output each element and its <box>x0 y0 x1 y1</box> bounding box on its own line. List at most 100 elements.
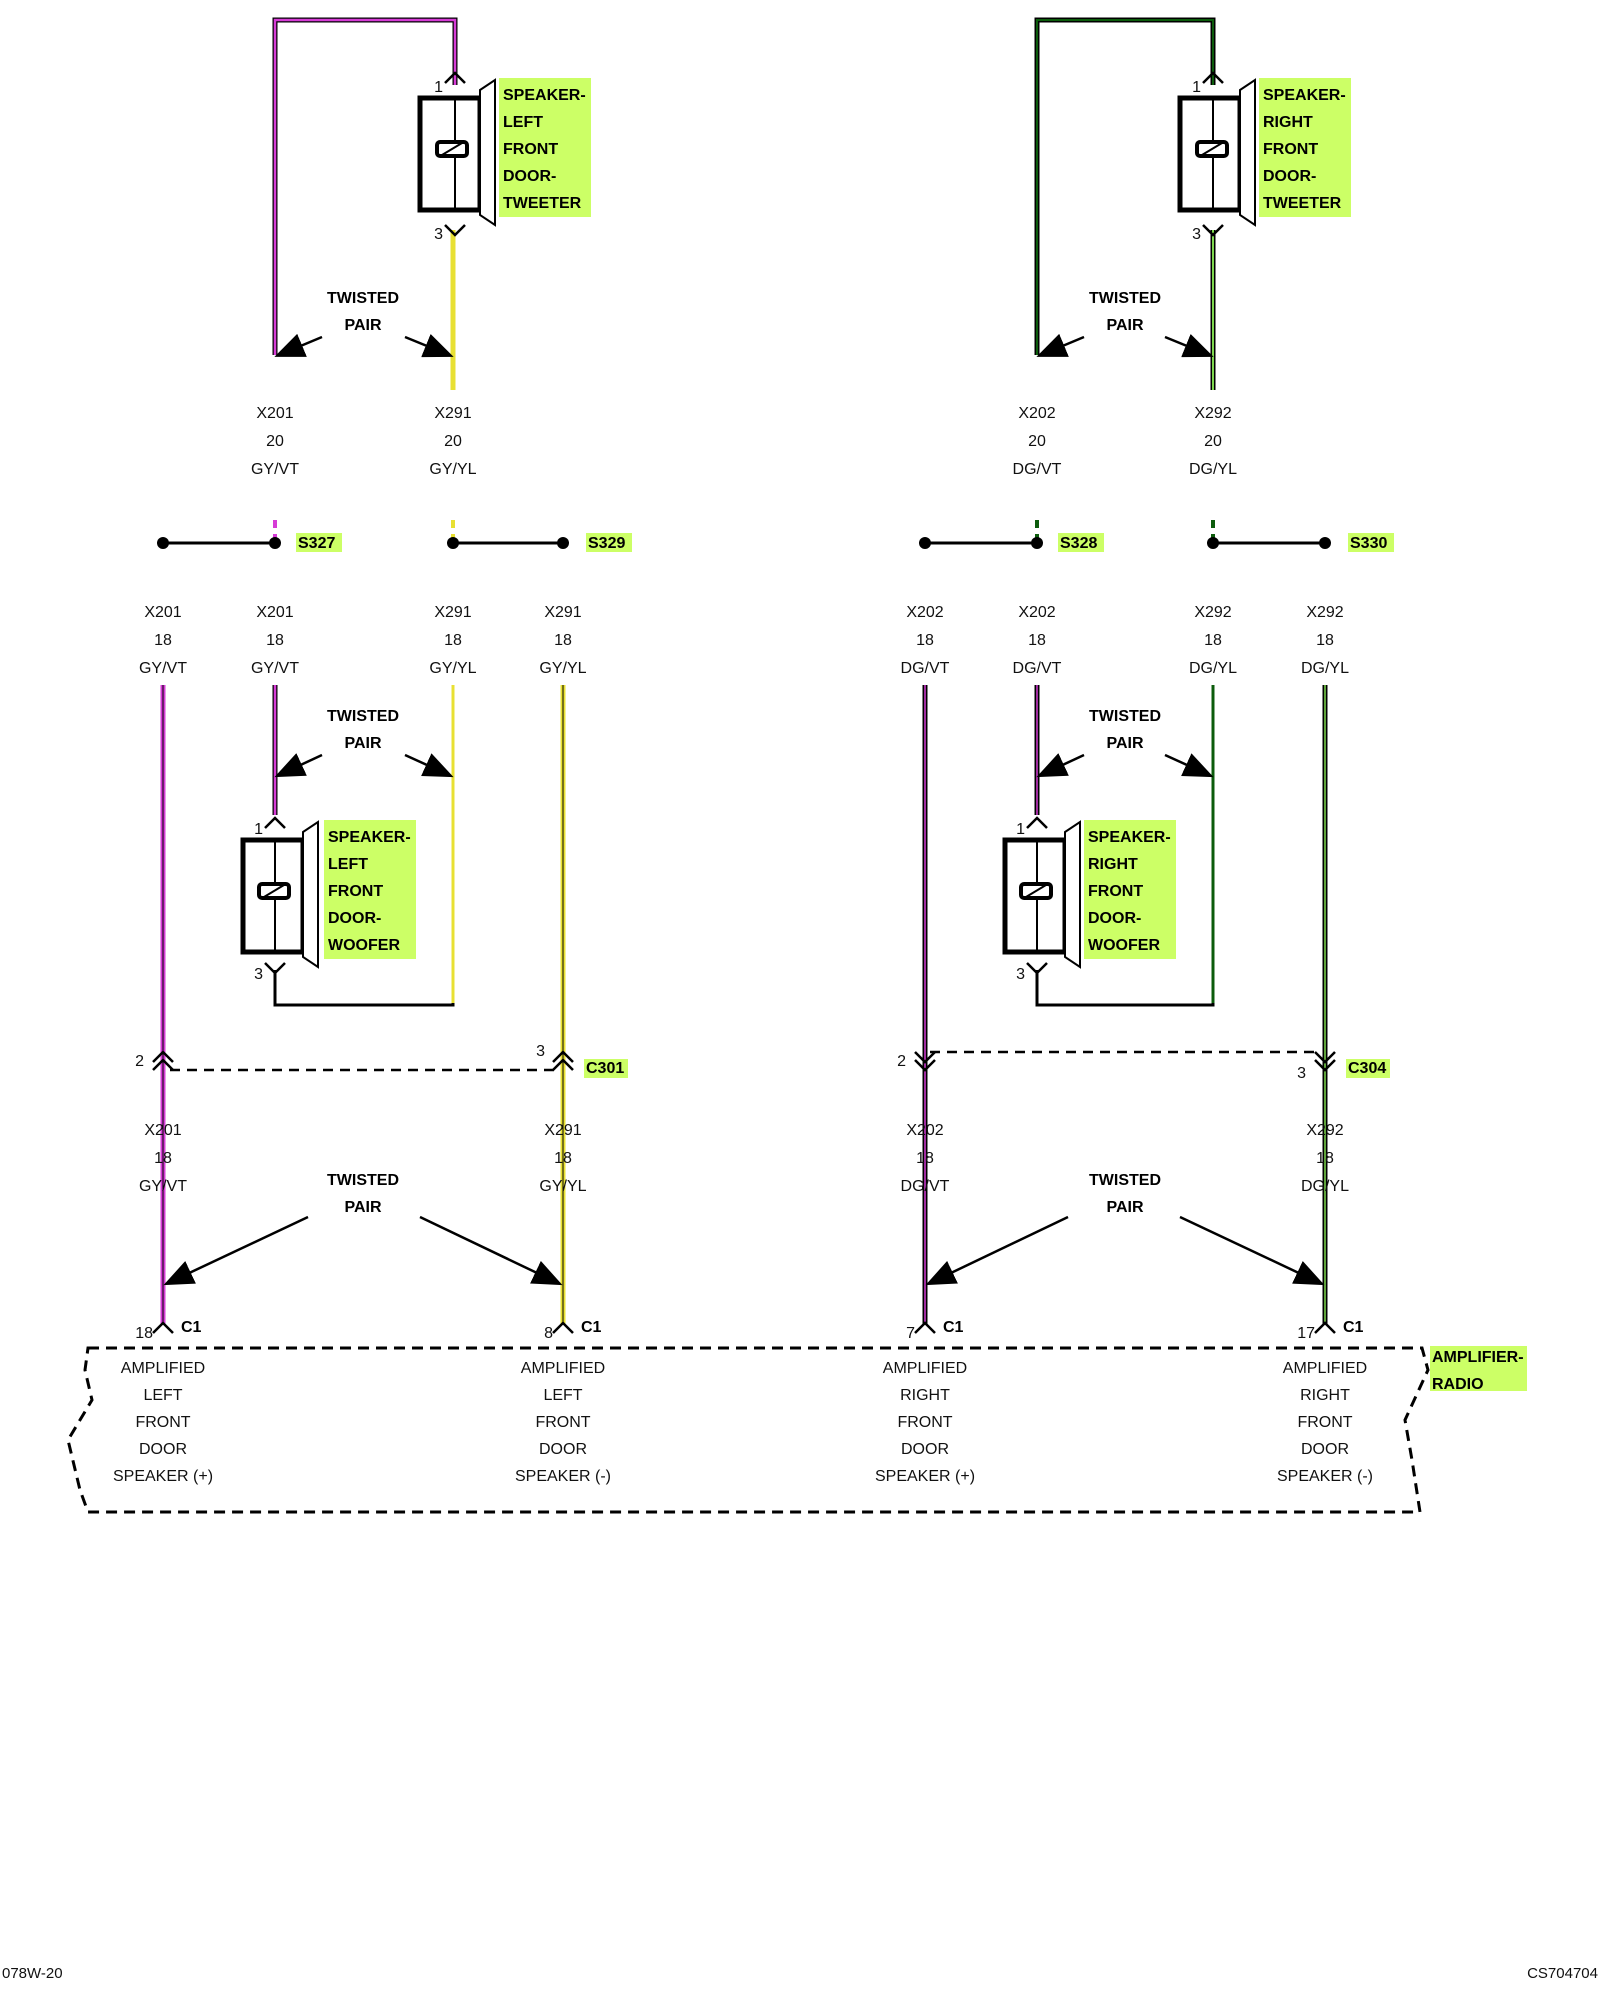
splice-label: S327 <box>298 535 335 552</box>
amp-circuit-label: DOOR <box>539 1441 587 1458</box>
speaker-label-right-tweeter: FRONT <box>1263 141 1318 158</box>
wire-label: 18 <box>1316 1150 1334 1167</box>
module-label: AMPLIFIER- <box>1432 1349 1524 1366</box>
footer-left-code: 078W-20 <box>2 1965 63 1982</box>
wire-label: X201 <box>256 405 293 422</box>
splice-dots <box>157 537 1331 549</box>
speaker-label-right-woofer: WOOFER <box>1088 937 1160 954</box>
wire-labels: X20120GY/VTX29120GY/YLX20220DG/VTX29220D… <box>139 405 1349 1195</box>
amp-connector-label: C1 <box>943 1319 964 1336</box>
amp-connector-label: C1 <box>1343 1319 1364 1336</box>
speaker-pin-number: 1 <box>1192 79 1201 96</box>
amp-circuit-label: FRONT <box>897 1414 952 1431</box>
wire-label: 18 <box>1204 632 1222 649</box>
wire-label: X201 <box>144 604 181 621</box>
amp-circuit-label: DOOR <box>901 1441 949 1458</box>
wire-label: DG/YL <box>1301 660 1349 677</box>
wire-label: GY/VT <box>139 660 187 677</box>
speaker-label-right-tweeter: DOOR- <box>1263 168 1316 185</box>
speaker-label-left-woofer: SPEAKER- <box>328 829 411 846</box>
wire-label: X202 <box>1018 405 1055 422</box>
wires <box>157 17 1331 1325</box>
amp-pin-number: 8 <box>544 1325 553 1342</box>
module-label: RADIO <box>1432 1376 1484 1393</box>
twisted-pair-label: TWISTED <box>327 1172 399 1189</box>
amp-circuit-label: RIGHT <box>1300 1387 1350 1404</box>
connector-pin-number: 2 <box>897 1053 906 1070</box>
wire-label: 20 <box>444 433 462 450</box>
splice-label: S330 <box>1350 535 1387 552</box>
amp-circuit-label: SPEAKER (+) <box>875 1468 975 1485</box>
amp-pin-number: 18 <box>135 1325 153 1342</box>
wire-label: 18 <box>1316 632 1334 649</box>
amp-circuit-label: LEFT <box>143 1387 182 1404</box>
twisted-pair-label: TWISTED <box>1089 290 1161 307</box>
speaker-symbol-left-woofer <box>240 820 319 969</box>
wire-label: X202 <box>906 604 943 621</box>
wire-label: DG/YL <box>1189 660 1237 677</box>
speaker-pin-number: 1 <box>254 821 263 838</box>
amp-pin-number: 17 <box>1297 1325 1315 1342</box>
wire-label: X202 <box>1018 604 1055 621</box>
speaker-label-left-woofer: WOOFER <box>328 937 400 954</box>
speaker-label-highlight <box>499 78 591 217</box>
amp-circuit-label: SPEAKER (-) <box>1277 1468 1373 1485</box>
speaker-symbol-right-woofer <box>1002 820 1081 969</box>
amp-circuit-label: AMPLIFIED <box>521 1360 605 1377</box>
speaker-label-left-woofer: FRONT <box>328 883 383 900</box>
speaker-label-right-woofer: DOOR- <box>1088 910 1141 927</box>
twisted-pair-label: TWISTED <box>1089 1172 1161 1189</box>
twisted-pair-label: PAIR <box>1106 1199 1143 1216</box>
amp-circuit-label: LEFT <box>543 1387 582 1404</box>
amp-circuit-label: AMPLIFIED <box>1283 1360 1367 1377</box>
splice-label-highlight <box>586 533 632 552</box>
wire-x201-top-color <box>273 18 457 355</box>
wire-label: DG/VT <box>1013 660 1062 677</box>
module-label-highlight <box>1430 1346 1527 1391</box>
speaker-pin-number: 1 <box>1016 821 1025 838</box>
speaker-labels: SPEAKER-LEFTFRONTDOOR-TWEETER13SPEAKER-R… <box>254 78 1351 983</box>
connector-chevrons <box>152 71 1336 1334</box>
splice-label: S328 <box>1060 535 1097 552</box>
speaker-label-right-tweeter: RIGHT <box>1263 114 1313 131</box>
wire-label: DG/VT <box>901 660 950 677</box>
amp-circuit-label: FRONT <box>135 1414 190 1431</box>
speaker-label-left-tweeter: TWEETER <box>503 195 582 212</box>
wire-label: 18 <box>554 632 572 649</box>
wire-label: 20 <box>266 433 284 450</box>
speaker-pin-number: 3 <box>1192 226 1201 243</box>
wire-label: 18 <box>554 1150 572 1167</box>
amp-circuit-label: FRONT <box>1297 1414 1352 1431</box>
twisted-pair-label: PAIR <box>1106 735 1143 752</box>
amp-circuit-label: SPEAKER (-) <box>515 1468 611 1485</box>
speaker-pin-number: 3 <box>434 226 443 243</box>
wire-label: DG/YL <box>1301 1178 1349 1195</box>
amp-pin-number: 7 <box>906 1325 915 1342</box>
speaker-label-right-woofer: SPEAKER- <box>1088 829 1171 846</box>
speaker-label-left-tweeter: FRONT <box>503 141 558 158</box>
speaker-label-highlight <box>1084 820 1176 959</box>
wire-label: 18 <box>916 632 934 649</box>
wire-label: 18 <box>266 632 284 649</box>
wire-label: 18 <box>154 1150 172 1167</box>
speaker-label-highlight <box>1259 78 1351 217</box>
wire-label: GY/VT <box>251 660 299 677</box>
wire-label: GY/VT <box>139 1178 187 1195</box>
connector-c301-label: C301 <box>586 1060 624 1077</box>
speaker-label-left-tweeter: LEFT <box>503 114 543 131</box>
speaker-label-left-woofer: DOOR- <box>328 910 381 927</box>
twisted-pair-label: TWISTED <box>327 290 399 307</box>
wire-label: X291 <box>434 405 471 422</box>
wire-label: X202 <box>906 1122 943 1139</box>
wire-label: X292 <box>1194 604 1231 621</box>
speaker-symbol-left-tweeter <box>417 78 496 227</box>
speaker-label-highlight <box>324 820 416 959</box>
wire-label: X292 <box>1194 405 1231 422</box>
wire-label: 18 <box>444 632 462 649</box>
speaker-label-left-tweeter: SPEAKER- <box>503 87 586 104</box>
wire-label: GY/YL <box>429 660 476 677</box>
wire-label: X201 <box>144 1122 181 1139</box>
splice-label-highlight <box>1348 533 1394 552</box>
